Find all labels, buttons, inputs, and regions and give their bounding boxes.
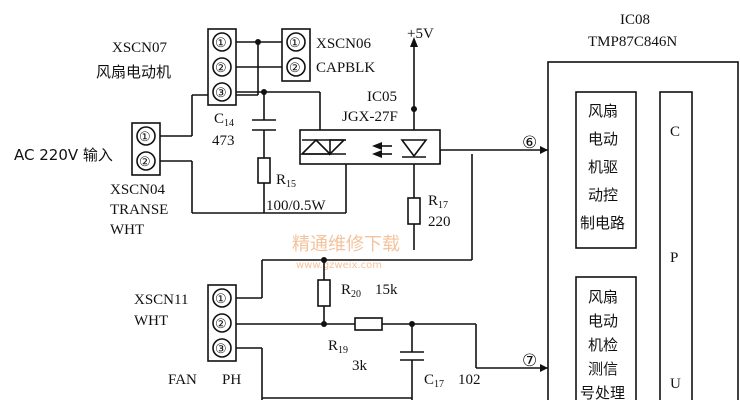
label-r15: R15: [276, 172, 296, 190]
watermark-url: www.gzweix.com: [296, 260, 382, 271]
label-xscn11: XSCN11: [134, 292, 188, 308]
cpu-letter-u: U: [670, 376, 681, 392]
detect-line-3: 机检: [588, 336, 618, 354]
driver-line-4: 动控: [588, 186, 618, 204]
label-xscn07: XSCN07: [112, 40, 168, 56]
cpu-letter-c: C: [670, 124, 680, 140]
label-transe: TRANSE: [110, 202, 168, 218]
detect-line-4: 测信: [588, 360, 618, 378]
detect-block: [575, 276, 637, 400]
resistor-r15: [257, 157, 271, 184]
junction-dots: [255, 39, 417, 327]
pin-7-marker: ⑦: [522, 351, 537, 371]
resistor-r17: [407, 197, 421, 225]
vcc-arrow: [410, 37, 418, 47]
resistor-r20: [317, 279, 331, 307]
capacitor-c14: [252, 119, 276, 131]
connector-xscn11: ① ② ③: [207, 284, 237, 362]
connector-xscn06: ① ②: [281, 28, 311, 82]
watermark-text: 精通维修下载: [292, 234, 400, 255]
xscn07-pin2: ②: [215, 60, 227, 75]
label-fan: FAN: [168, 372, 197, 388]
label-c14-value: 473: [212, 133, 235, 149]
xscn07-pin1: ①: [215, 35, 227, 50]
xscn11-pin3: ③: [215, 341, 227, 356]
xscn06-pin1: ①: [289, 35, 301, 50]
optocoupler-ic05: [299, 129, 441, 165]
label-ph: PH: [222, 372, 241, 388]
xscn04-pin1: ①: [139, 129, 151, 144]
driver-line-5: 制电路: [580, 214, 625, 232]
label-r20-value: 15k: [375, 282, 398, 298]
label-plus5v: +5V: [407, 26, 434, 42]
detect-line-2: 电动: [588, 312, 618, 330]
label-c17: C17: [424, 372, 444, 390]
xscn04-pin2: ②: [139, 154, 151, 169]
capacitor-c17: [400, 351, 424, 361]
label-r17: R17: [428, 193, 448, 211]
label-wht-1: WHT: [110, 222, 144, 238]
label-r17-value: 220: [428, 214, 451, 230]
driver-block: [575, 91, 637, 249]
label-fan-motor: 风扇电动机: [96, 63, 171, 81]
label-capblk: CAPBLK: [316, 60, 375, 76]
label-ic08: IC08: [620, 12, 650, 28]
cpu-letter-p: P: [670, 250, 678, 266]
label-ac220-input: AC 220V 输入: [14, 146, 113, 164]
connector-xscn04: ① ②: [131, 122, 161, 176]
driver-line-1: 风扇: [588, 102, 618, 120]
label-c17-value: 102: [458, 372, 481, 388]
xscn07-pin3: ③: [215, 85, 227, 100]
label-jgx27f: JGX-27F: [342, 109, 398, 125]
detect-line-5: 号处理: [580, 384, 625, 400]
label-xscn04: XSCN04: [110, 182, 166, 198]
label-wht-2: WHT: [134, 313, 168, 329]
ic08-block: [547, 61, 739, 400]
xscn06-pin2: ②: [289, 60, 301, 75]
label-r15-value: 100/0.5W: [266, 198, 326, 214]
label-r19-value: 3k: [352, 358, 368, 374]
driver-line-2: 电动: [588, 130, 618, 148]
driver-line-3: 机驱: [588, 158, 618, 176]
resistor-r19: [354, 317, 383, 331]
label-xscn06: XSCN06: [316, 36, 372, 52]
xscn11-pin1: ①: [215, 291, 227, 306]
label-ic05: IC05: [367, 89, 397, 105]
cpu-block: [659, 91, 693, 400]
label-r19: R19: [328, 338, 348, 356]
label-r20: R20: [341, 282, 361, 300]
label-tmp87c846n: TMP87C846N: [588, 34, 677, 50]
pin-6-marker: ⑥: [522, 133, 537, 153]
connector-xscn07: ① ② ③: [207, 28, 237, 106]
detect-line-1: 风扇: [588, 288, 618, 306]
label-c14: C14: [214, 111, 234, 129]
xscn11-pin2: ②: [215, 316, 227, 331]
